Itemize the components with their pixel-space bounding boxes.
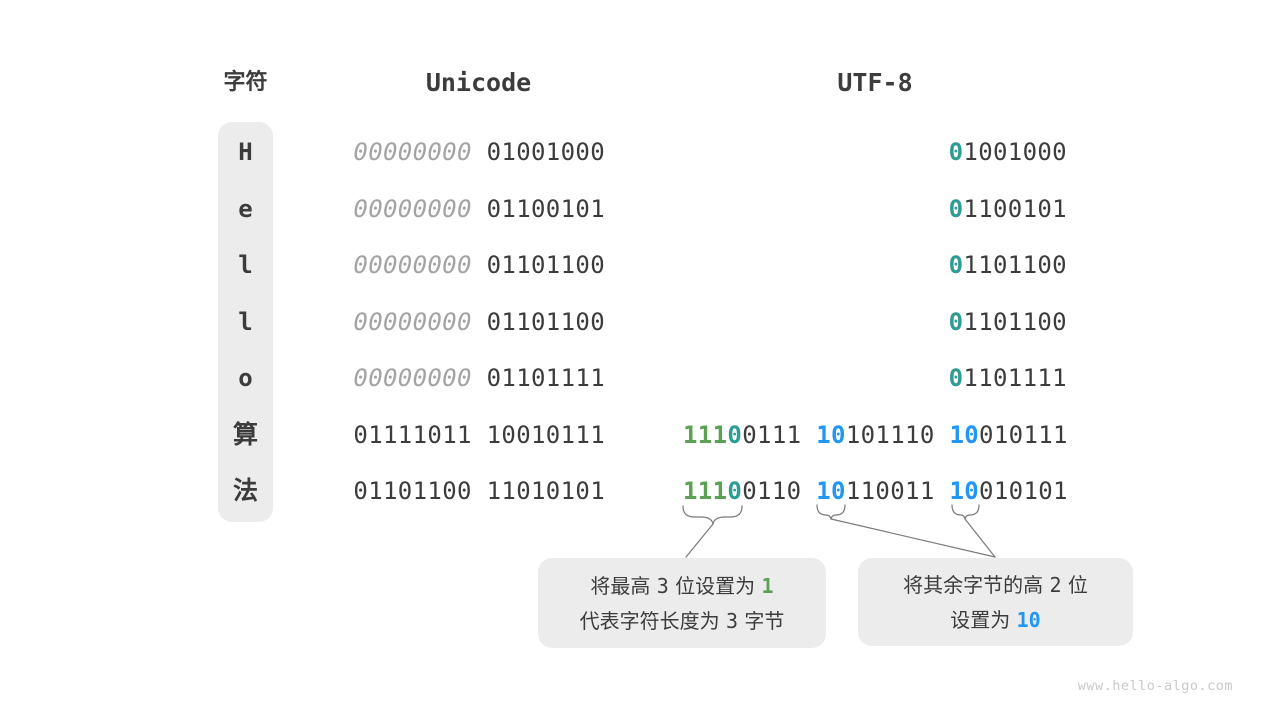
text-segment: 1001000 — [963, 138, 1067, 166]
text-segment: 01101100 — [471, 251, 605, 279]
column-header-utf8: UTF-8 — [837, 68, 913, 97]
unicode-value: 00000000 01101100 — [352, 245, 605, 285]
text-segment: 1101100 — [963, 307, 1067, 336]
column-header-unicode: Unicode — [425, 68, 532, 97]
text-segment: 01101100 — [471, 307, 605, 336]
unicode-value: 00000000 01001000 — [352, 132, 605, 172]
text-segment: 10 — [949, 420, 980, 449]
text-segment: 01100101 — [471, 194, 605, 223]
connector-line-byte3 — [964, 518, 996, 558]
text-segment: 0 — [727, 477, 743, 505]
text-segment: 101110 — [845, 420, 950, 449]
text-segment: 0111 — [742, 420, 817, 449]
utf8-value: 01101111 — [683, 358, 1067, 398]
text-segment: 位 — [1061, 572, 1088, 597]
text-segment: 00000000 — [353, 194, 472, 223]
text-segment: 1 — [761, 573, 774, 598]
text-segment: 0 — [948, 251, 964, 279]
text-segment: 010111 — [979, 420, 1068, 449]
text-segment: 01101100 11010101 — [353, 477, 605, 505]
text-segment: 将其余字节的高 — [903, 572, 1050, 597]
utf8-value: 11100110 10110011 10010101 — [683, 471, 1067, 511]
unicode-value: 00000000 01100101 — [352, 189, 605, 229]
character-cell: H — [238, 138, 253, 166]
text-segment: 0 — [948, 307, 964, 336]
text-segment: 111 — [683, 477, 728, 505]
character-cell: l — [238, 307, 253, 336]
text-segment: 设置为 — [950, 607, 1017, 632]
text-segment: 010101 — [979, 477, 1068, 505]
utf8-value: 01101100 — [683, 302, 1067, 342]
text-segment: 1101100 — [963, 251, 1067, 279]
text-segment: 代表字符长度为 — [579, 608, 726, 633]
text-segment: 位设置为 — [668, 573, 762, 598]
connector-line-byte2 — [830, 518, 996, 558]
unicode-value: 00000000 01101111 — [352, 358, 605, 398]
text-segment: 1101111 — [963, 364, 1067, 392]
text-segment: 00000000 — [353, 251, 472, 279]
annotation-line: 代表字符长度为 3 字节 — [580, 607, 785, 635]
annotation-high-bits: 将最高 3 位设置为 1 代表字符长度为 3 字节 — [538, 558, 826, 648]
text-segment: 111 — [683, 420, 728, 449]
annotation-line: 将最高 3 位设置为 1 — [590, 572, 773, 600]
text-segment: 00000000 — [353, 138, 472, 166]
annotation-line: 设置为 10 — [950, 606, 1040, 634]
text-segment: 0110 — [742, 477, 817, 505]
annotation-continuation-bits: 将其余字节的高 2 位设置为 10 — [858, 558, 1133, 646]
text-segment: 0 — [727, 420, 743, 449]
character-cell: 算 — [232, 419, 258, 449]
character-cell: e — [238, 194, 253, 223]
text-segment: 2 — [1049, 572, 1062, 597]
text-segment: 3 — [725, 608, 739, 633]
character-column-panel — [218, 122, 273, 522]
text-segment: 01101111 — [471, 364, 605, 392]
unicode-value: 01101100 11010101 — [352, 471, 605, 511]
annotation-line: 将其余字节的高 2 位 — [903, 571, 1088, 599]
text-segment: 00000000 — [353, 307, 472, 336]
character-cell: l — [238, 251, 253, 279]
unicode-value: 01111011 10010111 — [352, 415, 605, 455]
text-segment: 00000000 — [353, 364, 472, 392]
text-segment: 0 — [948, 194, 964, 223]
text-segment: 110011 — [845, 477, 950, 505]
text-segment: 0 — [948, 364, 964, 392]
connector-line-left — [685, 523, 714, 558]
text-segment: 10 — [816, 420, 846, 449]
text-segment: 10 — [1016, 607, 1041, 632]
text-segment: 01111011 10010111 — [353, 420, 605, 449]
text-segment: 10 — [949, 477, 980, 505]
text-segment: 10 — [816, 477, 846, 505]
watermark: www.hello-algo.com — [1077, 678, 1233, 694]
utf8-value: 11100111 10101110 10010111 — [683, 415, 1067, 455]
utf8-value: 01100101 — [683, 189, 1067, 229]
column-header-char: 字符 — [223, 70, 268, 95]
unicode-value: 00000000 01101100 — [352, 302, 605, 342]
utf8-value: 01101100 — [683, 245, 1067, 285]
text-segment: 将最高 — [590, 573, 657, 598]
utf8-value: 01001000 — [683, 132, 1067, 172]
text-segment: 字节 — [738, 608, 785, 633]
text-segment: 01001000 — [471, 138, 605, 166]
text-segment: 1100101 — [963, 194, 1067, 223]
character-cell: 法 — [232, 476, 258, 505]
character-cell: o — [238, 364, 253, 392]
text-segment: 3 — [656, 573, 669, 598]
text-segment: 0 — [948, 138, 964, 166]
